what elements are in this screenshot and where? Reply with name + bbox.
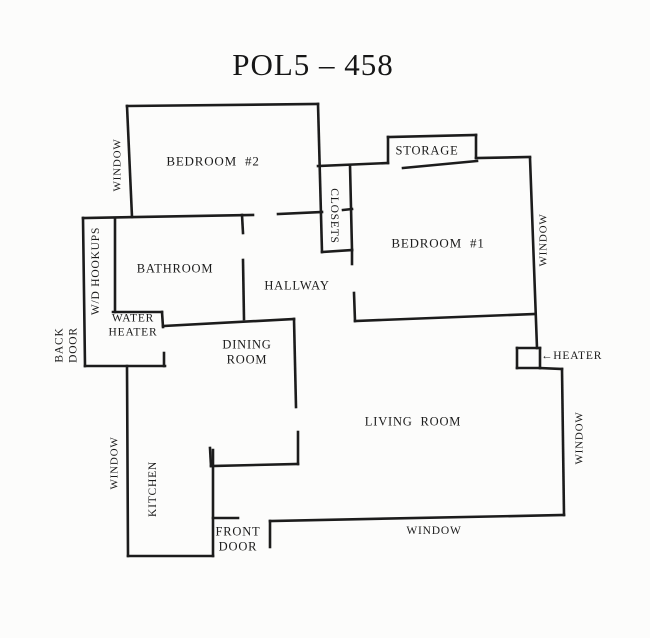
label-bedroom-1: BEDROOM #1 (391, 235, 485, 251)
label-living-room: LIVING ROOM (364, 414, 462, 429)
wall-segment (160, 310, 165, 329)
label-water-heater: WATER HEATER (108, 312, 158, 338)
label-window-bedroom1: WINDOW (537, 213, 550, 267)
wall-segment (538, 366, 564, 371)
wall-segment (320, 248, 354, 254)
wall-segment (81, 216, 87, 368)
wall-segment (125, 364, 130, 558)
label-window-kitchen: WINDOW (108, 436, 121, 490)
label-window-living: WINDOW (573, 411, 586, 465)
wall-segment (348, 163, 354, 252)
label-window-bedroom2: WINDOW (111, 138, 124, 192)
wall-segment (316, 102, 324, 254)
wall-segment (268, 513, 566, 523)
label-heater: ←HEATER (541, 350, 603, 363)
label-dining-room: DINING ROOM (222, 337, 272, 366)
label-storage: STORAGE (395, 143, 459, 158)
plan-title: POL5 – 458 (232, 47, 394, 82)
wall-segment (353, 312, 537, 323)
wall-segment (401, 159, 479, 170)
wall-segment (81, 213, 255, 220)
label-bedroom-2: BEDROOM #2 (166, 153, 260, 169)
label-bathroom: BATHROOM (136, 261, 214, 276)
label-closets: CLOSETS (327, 188, 340, 244)
wall-segment (161, 317, 296, 328)
wall-segment (528, 156, 539, 350)
label-window-bottom: WINDOW (406, 525, 462, 538)
label-front-door: FRONT DOOR (215, 524, 261, 553)
wall-segment (316, 161, 390, 168)
wall-segment (474, 155, 532, 160)
wall-segment (352, 291, 357, 323)
wall-segment (125, 102, 320, 108)
label-hallway: HALLWAY (264, 278, 330, 293)
wall-segment (341, 207, 354, 212)
wall-segment (208, 446, 213, 468)
label-back-door: BACK DOOR (53, 327, 79, 363)
label-kitchen: KITCHEN (147, 460, 160, 518)
wall-segment (125, 104, 134, 219)
wall-segment (209, 462, 300, 468)
wall-segment (241, 258, 246, 321)
wall-segment (276, 210, 324, 216)
wall-segment (386, 133, 478, 139)
wall-segment (292, 317, 298, 409)
label-wd-hookups: W/D HOOKUPS (90, 226, 103, 316)
wall-segment (240, 213, 245, 235)
wall-segment (560, 367, 566, 517)
